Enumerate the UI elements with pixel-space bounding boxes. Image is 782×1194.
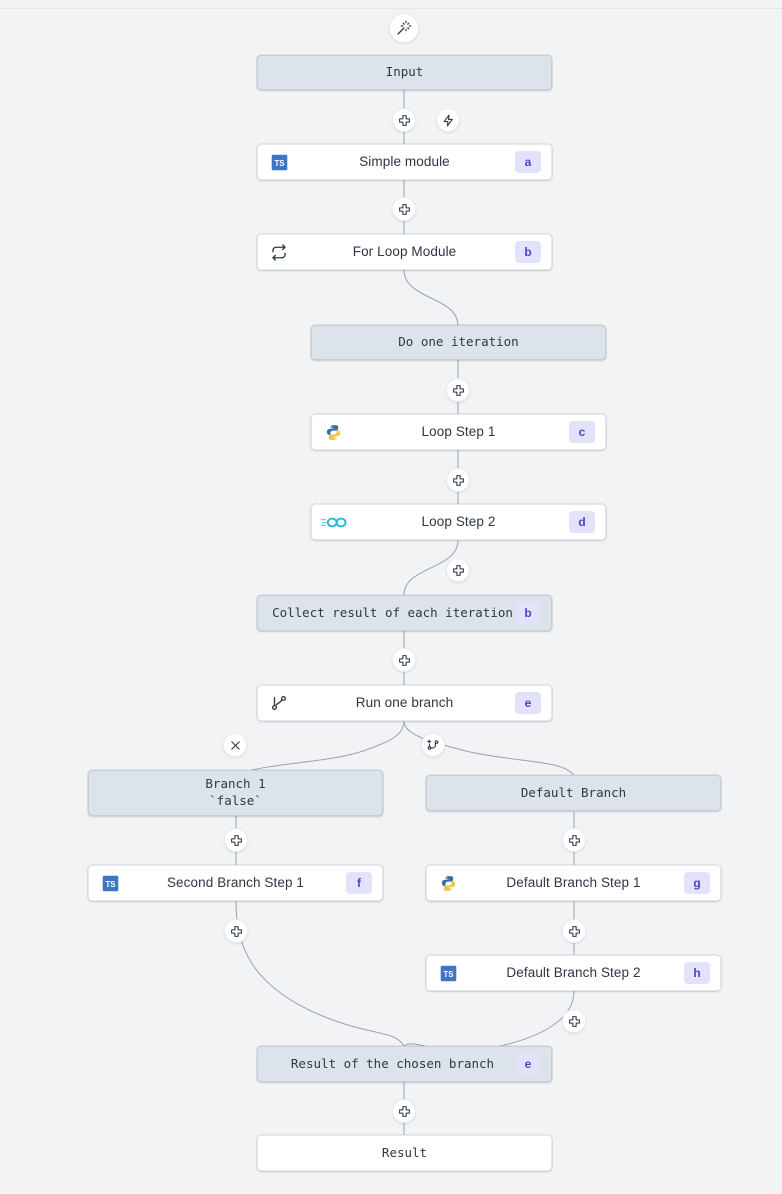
loop-icon bbox=[270, 243, 288, 261]
add-step-after-simple-module-button[interactable] bbox=[392, 197, 416, 221]
node-badge: g bbox=[684, 872, 710, 894]
node-badge: f bbox=[346, 872, 372, 894]
node-label: Loop Step 2 bbox=[421, 513, 496, 529]
node-collect-result[interactable]: Collect result of each iteration b bbox=[257, 595, 552, 631]
node-label: Default Branch Step 1 bbox=[506, 874, 641, 890]
add-trigger-button[interactable] bbox=[436, 108, 460, 132]
add-step-after-default-branch-button[interactable] bbox=[562, 828, 586, 852]
add-step-after-second-branch-step-1-button[interactable] bbox=[224, 919, 248, 943]
svg-text:TS: TS bbox=[443, 970, 453, 979]
python-icon bbox=[324, 423, 342, 441]
node-badge: b bbox=[515, 602, 541, 624]
typescript-icon: TS bbox=[439, 964, 457, 982]
node-badge: e bbox=[515, 1053, 541, 1075]
node-badge: c bbox=[569, 421, 595, 443]
node-loop-step-2[interactable]: Loop Step 2 d bbox=[311, 504, 606, 540]
node-result[interactable]: Result bbox=[257, 1135, 552, 1171]
svg-text:TS: TS bbox=[105, 880, 115, 889]
node-label: For Loop Module bbox=[352, 243, 457, 259]
node-label: Do one iteration bbox=[398, 334, 519, 350]
add-step-after-default-branch-step-1-button[interactable] bbox=[562, 919, 586, 943]
node-branch-1[interactable]: Branch 1 `false` bbox=[88, 770, 383, 816]
add-step-after-loop-step-1-button[interactable] bbox=[446, 468, 470, 492]
node-for-loop-module[interactable]: For Loop Module b bbox=[257, 234, 552, 270]
add-step-after-branch-1-button[interactable] bbox=[224, 828, 248, 852]
node-second-branch-step-1[interactable]: TS Second Branch Step 1 f bbox=[88, 865, 383, 901]
remove-branch-button[interactable] bbox=[223, 733, 247, 757]
typescript-icon: TS bbox=[101, 874, 119, 892]
node-label: Loop Step 1 bbox=[421, 423, 496, 439]
node-badge: a bbox=[515, 151, 541, 173]
add-step-after-loop-step-2-button[interactable] bbox=[446, 558, 470, 582]
node-label: Branch 1 `false` bbox=[205, 776, 266, 808]
typescript-icon: TS bbox=[270, 153, 288, 171]
node-label: Simple module bbox=[359, 153, 450, 169]
python-icon bbox=[439, 874, 457, 892]
node-label: Result bbox=[381, 1144, 428, 1160]
branch-icon bbox=[270, 694, 288, 712]
node-badge: e bbox=[515, 692, 541, 714]
node-label: Second Branch Step 1 bbox=[166, 874, 305, 890]
node-label: Run one branch bbox=[355, 694, 454, 710]
node-input[interactable]: Input bbox=[257, 55, 552, 90]
node-label: Input bbox=[385, 64, 424, 80]
node-default-branch-step-2[interactable]: TS Default Branch Step 2 h bbox=[426, 955, 721, 991]
node-result-chosen-branch[interactable]: Result of the chosen branch e bbox=[257, 1046, 552, 1082]
node-default-branch[interactable]: Default Branch bbox=[426, 775, 721, 811]
node-default-branch-step-1[interactable]: Default Branch Step 1 g bbox=[426, 865, 721, 901]
svg-text:TS: TS bbox=[274, 159, 284, 168]
node-badge: b bbox=[515, 241, 541, 263]
add-step-after-default-branch-step-2-button[interactable] bbox=[562, 1009, 586, 1033]
add-step-after-do-one-iteration-button[interactable] bbox=[446, 378, 470, 402]
add-branch-icon-button[interactable] bbox=[421, 733, 445, 757]
add-step-after-collect-result-button[interactable] bbox=[392, 648, 416, 672]
node-label: Default Branch bbox=[520, 784, 627, 800]
magic-wand-icon[interactable] bbox=[389, 13, 419, 43]
node-badge: d bbox=[569, 511, 595, 533]
node-label: Result of the chosen branch bbox=[290, 1055, 495, 1071]
go-icon bbox=[321, 513, 347, 531]
node-simple-module[interactable]: TS Simple module a bbox=[257, 144, 552, 180]
top-divider bbox=[0, 8, 782, 9]
node-do-one-iteration[interactable]: Do one iteration bbox=[311, 325, 606, 360]
node-loop-step-1[interactable]: Loop Step 1 c bbox=[311, 414, 606, 450]
node-label: Default Branch Step 2 bbox=[506, 964, 641, 980]
add-step-after-input-button[interactable] bbox=[392, 108, 416, 132]
node-run-one-branch[interactable]: Run one branch e bbox=[257, 685, 552, 721]
node-label: Collect result of each iteration bbox=[272, 604, 513, 620]
add-step-after-result-chosen-branch-button[interactable] bbox=[392, 1099, 416, 1123]
node-badge: h bbox=[684, 962, 710, 984]
